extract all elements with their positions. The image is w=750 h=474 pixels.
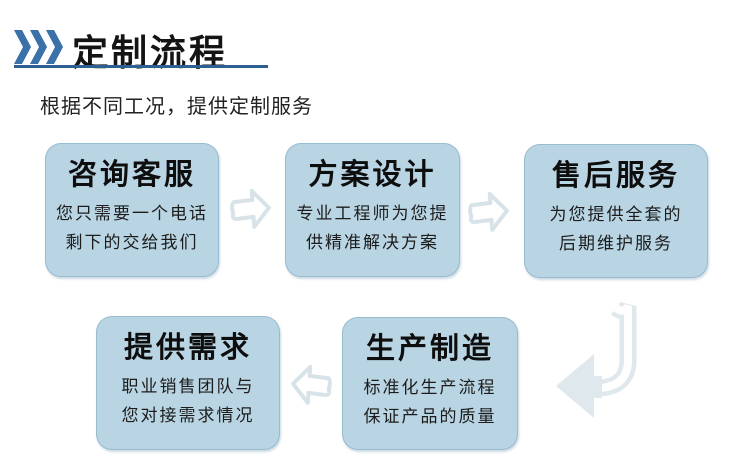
step-description: 标准化生产流程 保证产品的质量 [364,374,497,432]
step-title: 生产制造 [365,333,494,365]
step-design-box: 方案设计 专业工程师为您提 供精准解决方案 [285,143,460,277]
step-title: 提供需求 [123,332,252,364]
step-desc-line2: 供精准解决方案 [306,233,439,253]
title-underline [14,65,268,68]
step-desc-line2: 剩下的交给我们 [65,233,199,253]
arrow-right-icon [468,191,509,232]
step-requirements-box: 提供需求 职业销售团队与 您对接需求情况 [96,316,280,450]
step-desc-line1: 为您提供全套的 [549,205,683,225]
step-desc-line2: 后期维护服务 [559,234,673,254]
step-desc-line2: 保证产品的质量 [363,407,497,427]
page-subtitle: 根据不同工况，提供定制服务 [40,96,313,118]
step-description: 为您提供全套的 后期维护服务 [550,201,683,259]
step-desc-line1: 您只需要一个电话 [56,204,208,224]
step-title: 咨询客服 [67,159,196,191]
arrow-right-icon [230,188,271,229]
step-description: 职业销售团队与 您对接需求情况 [122,373,255,431]
page-title: 定制流程 [72,32,229,73]
step-desc-line1: 专业工程师为您提 [296,204,449,224]
step-manufacturing-box: 生产制造 标准化生产流程 保证产品的质量 [342,317,518,450]
step-consult-box: 咨询客服 您只需要一个电话 剩下的交给我们 [45,143,219,277]
step-description: 专业工程师为您提 供精准解决方案 [297,200,449,258]
step-title: 方案设计 [308,159,437,191]
arrow-bent-down-left-icon [556,300,637,418]
step-desc-line1: 职业销售团队与 [121,377,255,397]
step-desc-line2: 您对接需求情况 [121,406,255,426]
step-title: 售后服务 [551,160,680,192]
step-description: 您只需要一个电话 剩下的交给我们 [56,200,208,258]
triple-chevron-icon [14,30,63,64]
arrow-left-icon [291,364,332,405]
step-desc-line1: 标准化生产流程 [363,378,497,398]
step-aftersales-box: 售后服务 为您提供全套的 后期维护服务 [524,144,708,278]
